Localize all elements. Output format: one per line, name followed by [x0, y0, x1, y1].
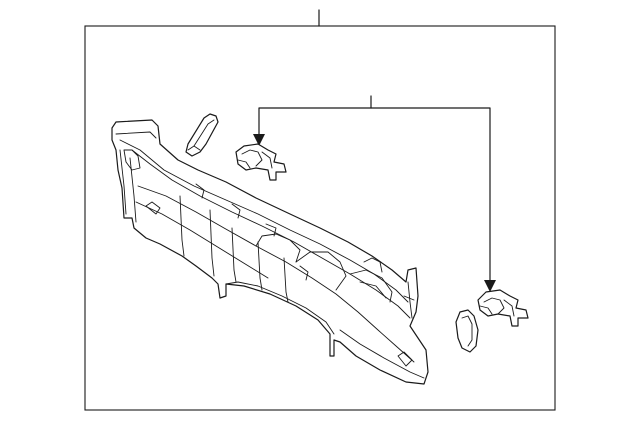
arrowhead-left-bracket — [253, 134, 265, 146]
upper-bracket — [185, 113, 219, 157]
diagram-frame — [84, 25, 556, 411]
left-reinforcement-bracket — [235, 143, 287, 181]
callout-leader-brackets — [253, 95, 496, 292]
slot-hole-right — [397, 351, 413, 367]
right-reinforcement-bracket — [477, 289, 529, 327]
slot-hole-left — [145, 201, 161, 215]
arrowhead-right-bracket — [484, 280, 496, 292]
rear-body-panel — [111, 119, 429, 385]
side-pad — [455, 309, 479, 353]
